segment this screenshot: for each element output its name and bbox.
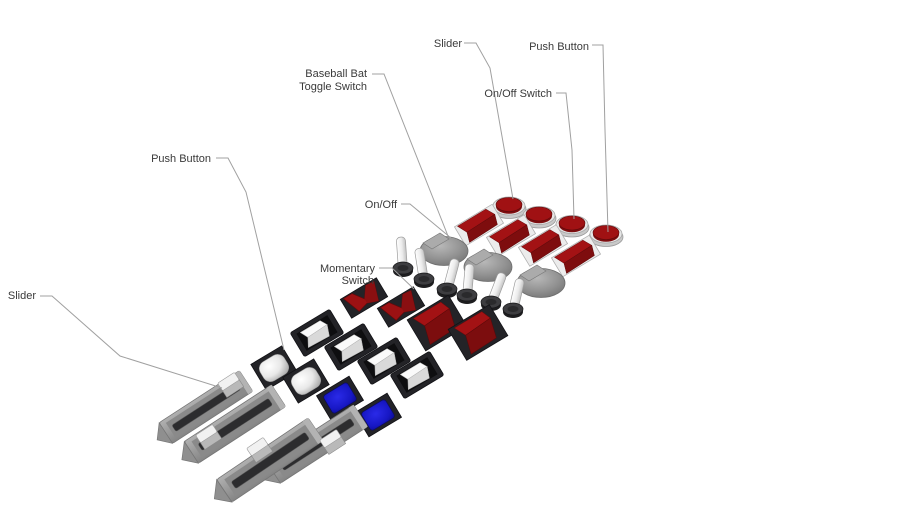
label-slider-top: Slider bbox=[434, 38, 462, 50]
rotary-dome-knob-3 bbox=[516, 264, 566, 298]
label-baseball-bat-line2: Toggle Switch bbox=[299, 81, 367, 93]
leader-lines bbox=[40, 42, 609, 389]
leader-line-push-button-top bbox=[592, 44, 609, 233]
leader-line-push-button-left bbox=[216, 157, 285, 351]
bat-toggle-switch-4 bbox=[456, 263, 478, 305]
label-momentary-line1: Momentary bbox=[320, 263, 376, 275]
label-on-off-switch: On/Off Switch bbox=[484, 88, 552, 100]
bat-toggle-switch-6 bbox=[502, 277, 526, 319]
label-momentary-line2: Switch bbox=[342, 275, 374, 287]
leader-line-momentary bbox=[379, 267, 415, 290]
leader-line-slider-left bbox=[40, 295, 223, 389]
leader-line-baseball-bat bbox=[372, 73, 449, 237]
callout-labels: Slider Push Button On/Off Switch Basebal… bbox=[8, 38, 589, 302]
bat-toggle-switch-1 bbox=[392, 236, 414, 278]
leader-line-on-off bbox=[401, 203, 452, 239]
label-slider-left: Slider bbox=[8, 290, 36, 302]
leader-line-on-off-switch bbox=[556, 92, 575, 220]
label-push-button-top: Push Button bbox=[529, 41, 589, 53]
label-baseball-bat-line1: Baseball Bat bbox=[305, 68, 367, 80]
label-push-button-left: Push Button bbox=[151, 153, 211, 165]
leader-line-slider-top bbox=[464, 42, 514, 200]
label-on-off: On/Off bbox=[365, 199, 398, 211]
